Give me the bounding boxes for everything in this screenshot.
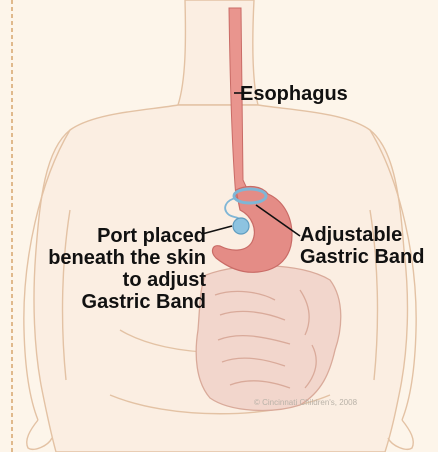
port-label-line-4: Gastric Band [48,291,206,313]
port-label-line-2: beneath the skin [48,247,206,269]
port-label-line-1: Port placed [48,225,206,247]
copyright-notice: © Cincinnati Children's, 2008 [254,398,357,407]
port-label: Port placed beneath the skin to adjust G… [48,225,206,313]
adjustable-band-line-2: Gastric Band [300,246,424,268]
access-port [233,218,249,234]
intestines [196,266,341,411]
port-label-line-3: to adjust [48,269,206,291]
adjustable-band-line-1: Adjustable [300,224,424,246]
adjustable-band-label: Adjustable Gastric Band [300,224,424,268]
esophagus-label: Esophagus [240,83,348,105]
